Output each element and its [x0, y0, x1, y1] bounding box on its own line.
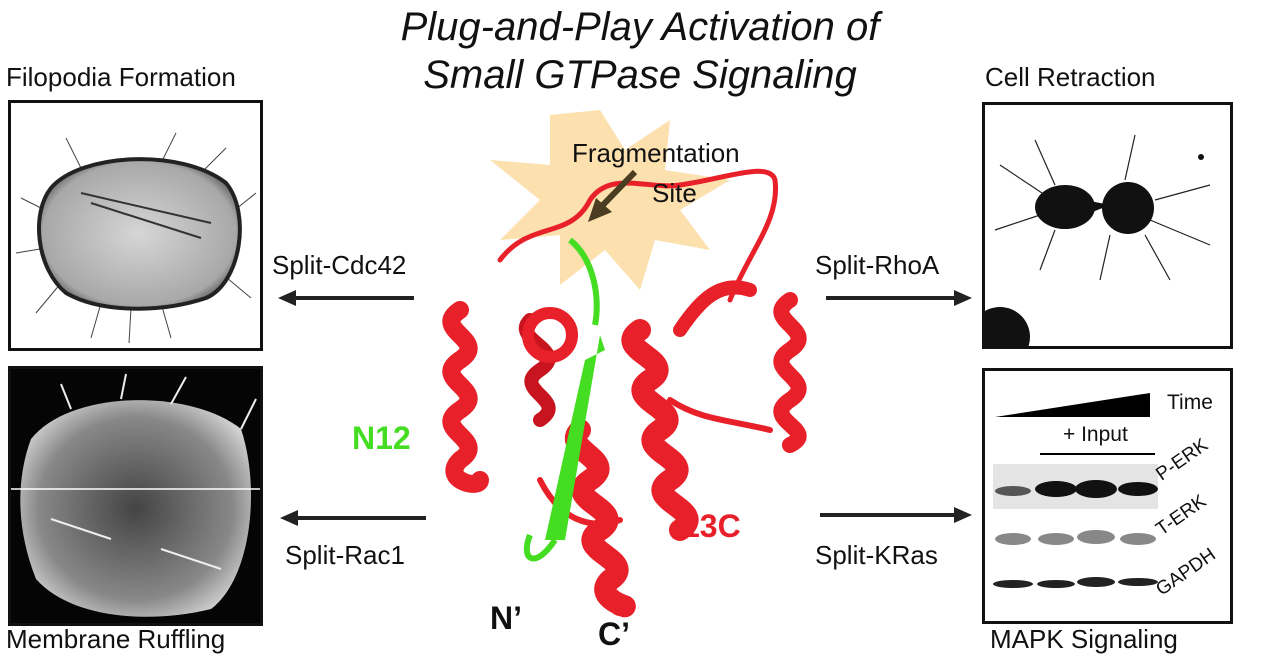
cell-retraction-image: [982, 102, 1233, 349]
split-cdc42-label: Split-Cdc42: [272, 250, 407, 280]
split-rhoa-label: Split-RhoA: [815, 250, 940, 280]
left-arrow-icon: [280, 510, 426, 526]
blot-row-label: T-ERK: [1152, 490, 1211, 541]
n12-label: N12: [352, 420, 411, 456]
right-arrow-icon: [826, 290, 972, 306]
split-rac1-label: Split-Rac1: [285, 540, 405, 570]
n-terminus-label: N’: [490, 600, 522, 636]
retraction-cells: [985, 134, 1211, 346]
time-gradient-wedge: [995, 393, 1150, 417]
ruffling-label: Membrane Ruffling: [6, 624, 226, 654]
retraction-label: Cell Retraction: [985, 62, 1156, 92]
blot-row-label: GAPDH: [1152, 544, 1220, 601]
arrow-to-fragmentation-site: [588, 169, 638, 222]
c-terminus-label: C’: [598, 616, 630, 652]
filopodia-label: Filopodia Formation: [6, 62, 236, 92]
left-arrow-icon: [278, 290, 414, 306]
n-fragment-ribbon: [523, 237, 605, 562]
13c-label: 13C: [682, 508, 741, 544]
right-arrow-icon: [820, 507, 972, 523]
figure-title-line2: Small GTPase Signaling: [423, 53, 857, 97]
time-label: Time: [1167, 391, 1213, 414]
split-kras-label: Split-KRas: [815, 540, 938, 570]
fragmentation-site-label: Fragmentation: [572, 138, 740, 168]
membrane-ruffling-image: [8, 366, 263, 626]
fragmentation-site-label-2: Site: [652, 178, 697, 208]
input-bracket-line: [1040, 453, 1155, 455]
blot-bands: [993, 464, 1158, 588]
figure-title-line1: Plug-and-Play Activation of: [400, 5, 880, 49]
c-fragment-ribbon: [442, 168, 807, 618]
ruffling-cell: [11, 373, 260, 617]
filopodia-cell: [15, 132, 257, 344]
gtpase-protein-structure: [442, 110, 807, 618]
filopodia-image: [8, 100, 263, 351]
mapk-label: MAPK Signaling: [990, 624, 1178, 654]
input-label: + Input: [1063, 423, 1128, 446]
western-blot-panel: Time + Input P-ERK T-ERK GAPDH: [982, 368, 1233, 624]
blot-row-label: P-ERK: [1152, 434, 1213, 486]
